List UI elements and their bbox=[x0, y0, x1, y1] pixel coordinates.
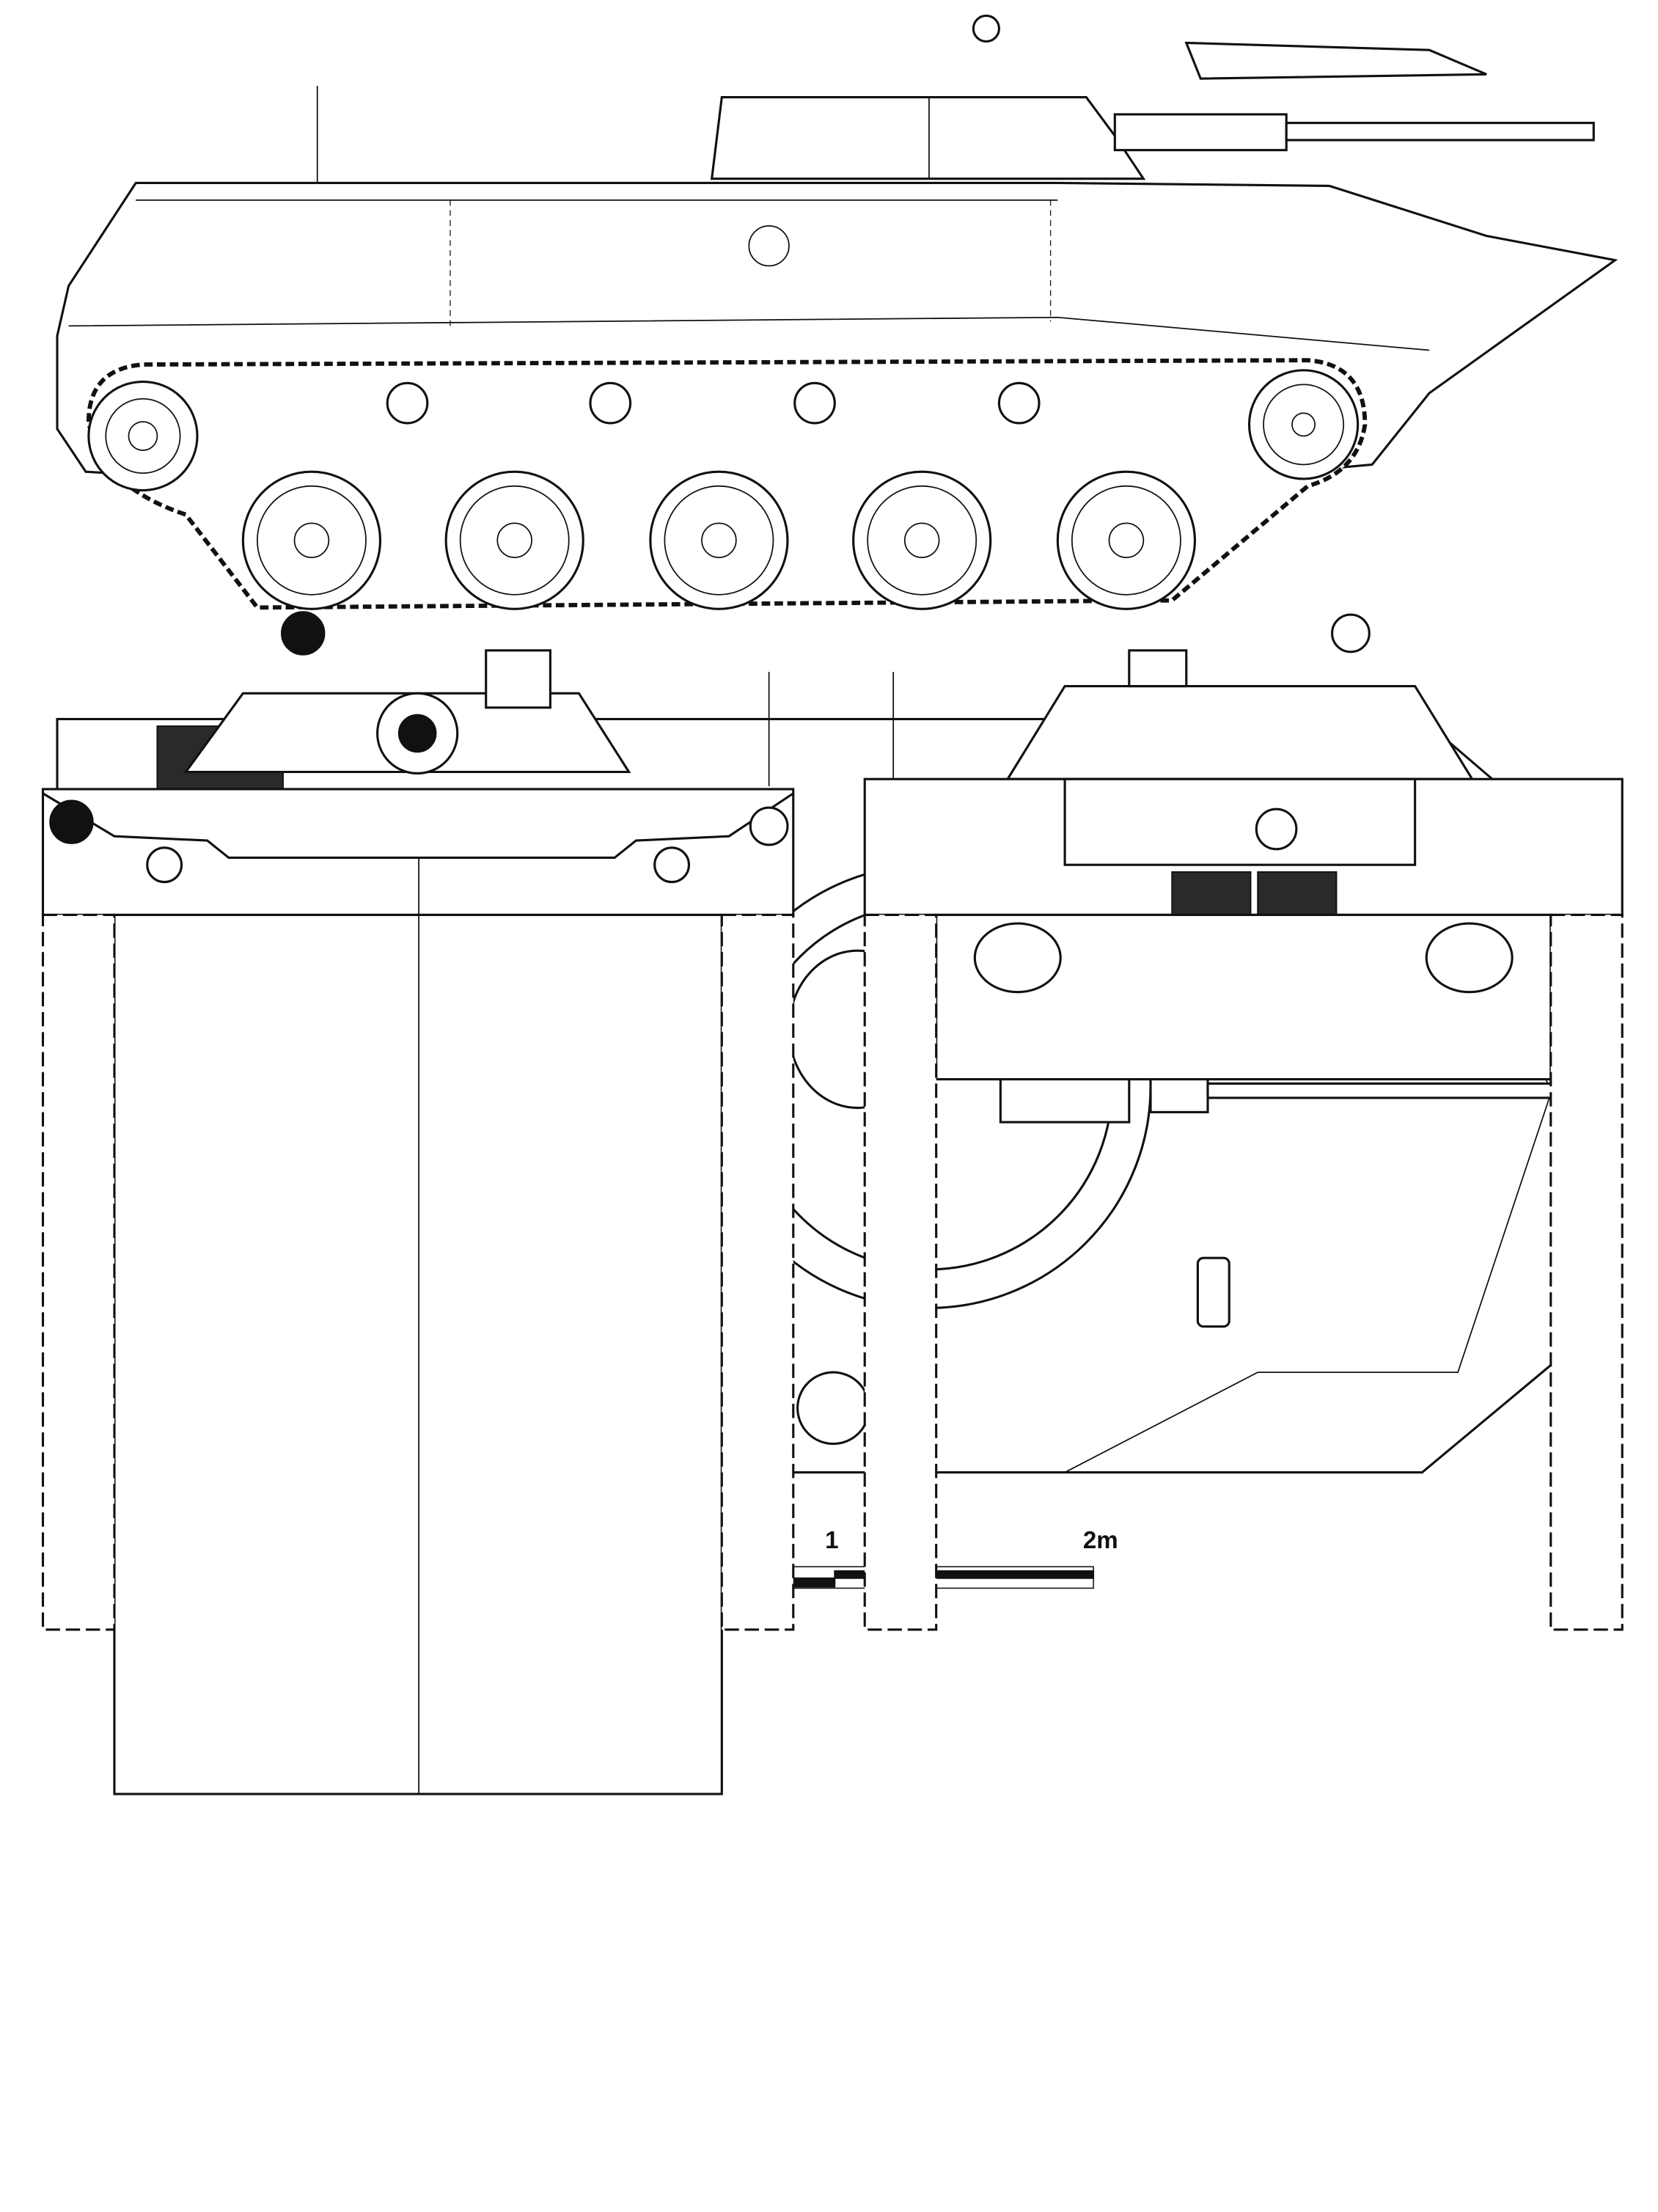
side-hatch-circle bbox=[748, 225, 790, 267]
main-gun-barrel bbox=[1285, 122, 1595, 142]
front-lower-plate bbox=[113, 913, 723, 1795]
road-wheel bbox=[241, 470, 382, 610]
top-gun-barrel bbox=[1206, 1082, 1588, 1099]
atgm-launcher bbox=[1184, 41, 1487, 80]
top-cupola bbox=[796, 1371, 870, 1446]
front-view bbox=[41, 611, 795, 1795]
return-rollers bbox=[386, 381, 1041, 425]
front-gun-muzzle bbox=[397, 714, 437, 753]
front-lamp-right bbox=[653, 846, 691, 884]
front-headlight bbox=[49, 799, 94, 844]
rear-engine-deck bbox=[1063, 777, 1417, 866]
front-sight bbox=[485, 649, 551, 709]
drive-sprocket bbox=[87, 380, 199, 492]
front-lamp-left bbox=[146, 846, 183, 884]
side-view bbox=[56, 14, 1618, 610]
rear-turret bbox=[1005, 684, 1475, 780]
rear-waterjet-left bbox=[973, 922, 1062, 994]
front-searchlight bbox=[281, 611, 326, 656]
road-wheel bbox=[649, 470, 789, 610]
rear-grille-left bbox=[1171, 871, 1252, 916]
road-wheels bbox=[241, 470, 1197, 610]
side-periscope bbox=[972, 14, 1000, 43]
rear-filler-cap bbox=[1255, 807, 1298, 851]
front-light-right bbox=[749, 806, 789, 846]
front-track-left bbox=[41, 913, 116, 1631]
front-track-right bbox=[720, 913, 795, 1631]
rear-cupola bbox=[1128, 649, 1188, 688]
gun-mantlet bbox=[1113, 113, 1288, 152]
idler-wheel bbox=[1247, 369, 1360, 480]
scale-label-2m: 2m bbox=[1083, 1527, 1118, 1554]
rear-waterjet-right bbox=[1425, 922, 1514, 994]
periscope-right bbox=[1196, 1256, 1230, 1328]
scale-label-1: 1 bbox=[825, 1527, 838, 1554]
rear-track-left bbox=[863, 913, 938, 1631]
rear-view bbox=[863, 613, 1624, 1631]
side-turret bbox=[710, 95, 1146, 180]
road-wheel bbox=[1056, 470, 1197, 610]
road-wheel bbox=[444, 470, 584, 610]
road-wheel bbox=[852, 470, 992, 610]
rear-grille-right bbox=[1257, 871, 1338, 916]
rear-track-right bbox=[1549, 913, 1624, 1631]
rear-searchlight bbox=[1331, 613, 1371, 653]
